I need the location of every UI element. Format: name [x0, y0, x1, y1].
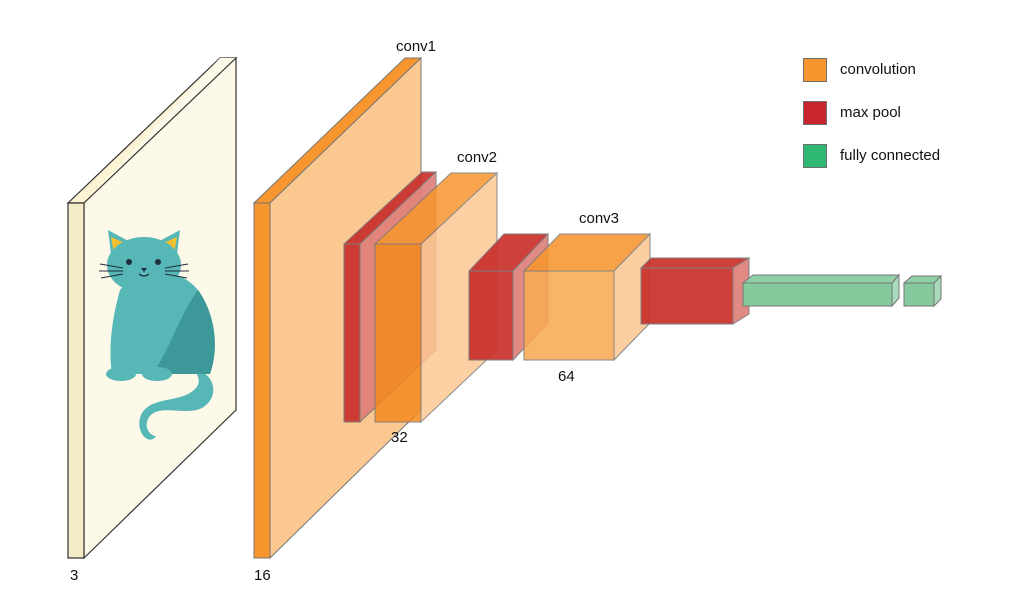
cat-eye-right	[155, 259, 161, 265]
conv3-pool-front	[468, 270, 514, 361]
final-pool-front	[640, 267, 734, 325]
conv3-conv-block	[522, 232, 652, 362]
legend-item-convolution: convolution	[803, 58, 1003, 84]
cat-paw-left	[106, 367, 136, 381]
final-pool-block	[639, 257, 751, 325]
conv3-channels-label: 64	[558, 368, 575, 385]
conv3-conv-front	[523, 270, 615, 361]
input-layer-edge	[67, 202, 85, 559]
convolution-swatch	[803, 58, 827, 82]
cat-whiskers	[99, 263, 189, 279]
cat-body-shadow	[152, 290, 215, 374]
legend-item-fully-connected: fully connected	[803, 144, 1003, 170]
cat-paw-right	[142, 367, 172, 381]
legend-label-max-pool: max pool	[840, 104, 901, 121]
legend-label-convolution: convolution	[840, 61, 916, 78]
cat-head	[107, 237, 181, 293]
legend: convolution max pool fully connected	[803, 58, 1003, 187]
legend-label-fully-connected: fully connected	[840, 147, 941, 164]
cat-illustration	[99, 230, 215, 440]
max-pool-swatch	[803, 101, 827, 125]
fc1-top	[741, 274, 901, 284]
fc2-front	[903, 282, 935, 307]
fc1-block	[741, 273, 901, 308]
cat-tail	[139, 368, 214, 440]
fc1-front	[742, 282, 893, 307]
conv2-title-label: conv2	[457, 149, 497, 166]
cat-mouth	[138, 273, 150, 277]
fully-connected-swatch	[803, 144, 827, 168]
conv1-channels-label: 16	[254, 567, 271, 584]
conv1-front	[253, 202, 271, 559]
conv2-pool-front	[343, 243, 361, 423]
fc2-block	[902, 274, 943, 308]
conv2-conv-front	[374, 243, 422, 423]
legend-item-max-pool: max pool	[803, 101, 1003, 127]
cat-nose	[141, 268, 147, 272]
input-channels-label: 3	[70, 567, 78, 584]
final-pool-top	[639, 257, 751, 269]
conv3-title-label: conv3	[579, 210, 619, 227]
conv1-title-label: conv1	[396, 38, 436, 55]
cat-eye-left	[126, 259, 132, 265]
conv2-channels-label: 32	[391, 429, 408, 446]
